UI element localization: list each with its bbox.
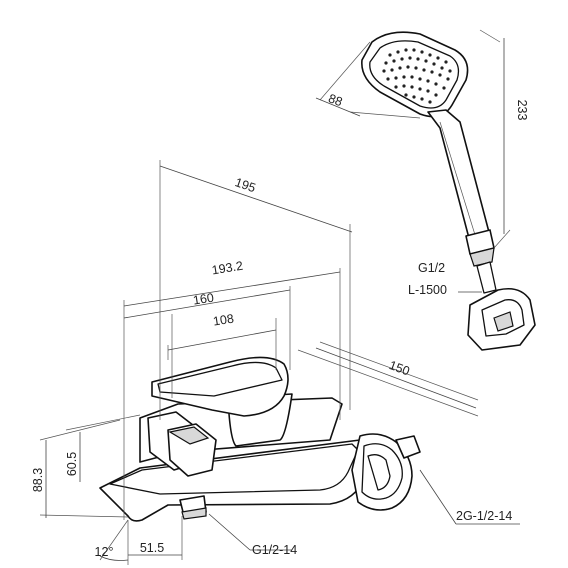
dim-88: 88 [326, 91, 344, 109]
shower-holder [467, 287, 536, 351]
callout-hose-thread: G1/2 [418, 261, 445, 275]
dim-193-2: 193.2 [211, 259, 244, 278]
dim-233: 233 [515, 100, 529, 121]
extension-lines [39, 29, 511, 565]
dim-51-5: 51.5 [140, 541, 164, 555]
faucet-body [99, 356, 373, 522]
dim-12-degrees: 12° [95, 545, 114, 559]
callout-hose-length: L-1500 [408, 283, 447, 297]
callout-inlet-thread: 2G-1/2-14 [456, 509, 512, 523]
dim-60-5: 60.5 [65, 452, 79, 476]
dimension-lines [45, 38, 520, 561]
callout-outlet-thread: G1/2-14 [252, 543, 297, 557]
shower-nozzles [382, 48, 452, 104]
dim-88-3: 88.3 [31, 468, 45, 492]
shower-head [361, 31, 497, 294]
wall-inlet-connector [351, 433, 421, 511]
dim-150: 150 [387, 358, 411, 378]
dim-108: 108 [212, 311, 235, 328]
dim-195: 195 [233, 175, 257, 195]
dim-160: 160 [192, 290, 215, 307]
callout-labels: G1/2 L-1500 2G-1/2-14 G1/2-14 [252, 261, 512, 557]
dimension-labels: 195 193.2 160 108 150 88 233 60.5 88.3 5… [31, 91, 529, 559]
